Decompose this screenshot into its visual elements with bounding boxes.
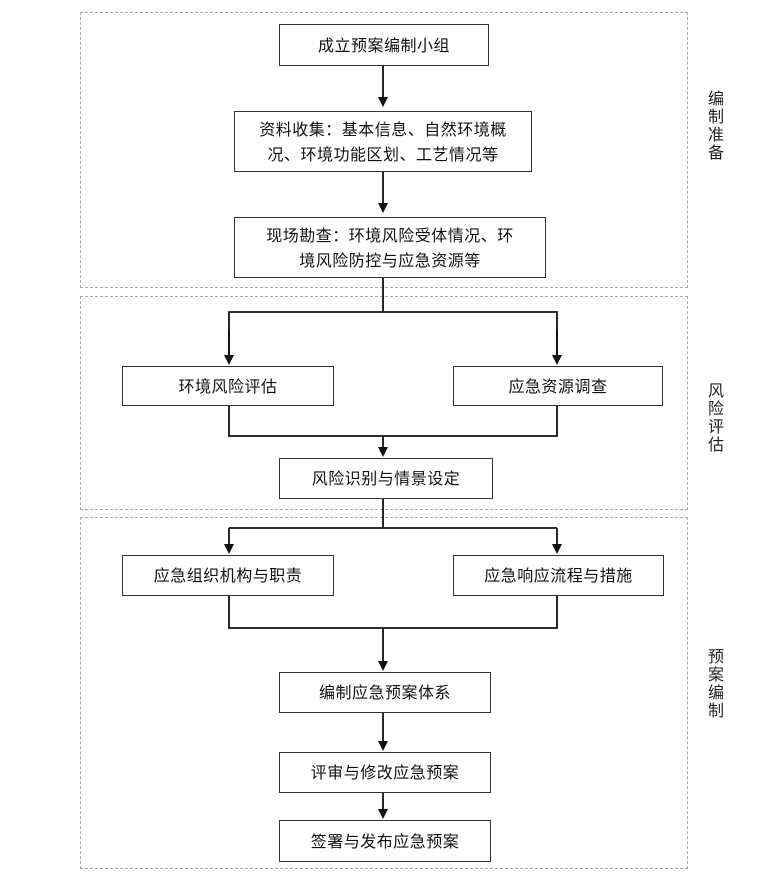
section-plan	[80, 517, 688, 869]
split-line-risk	[228, 278, 558, 360]
node-organization: 应急组织机构与职责	[122, 555, 334, 596]
section-prep	[80, 12, 688, 288]
node-data-collection-line-2: 况、环境功能区划、工艺情况等	[267, 144, 499, 164]
section-label-prep: 编制准备	[705, 90, 724, 162]
node-compile-system: 编制应急预案体系	[279, 672, 491, 713]
node-site-survey: 现场勘查：环境风险受体情况、环 境风险防控与应急资源等	[234, 217, 546, 278]
node-data-collection-line-1: 资料收集：基本信息、自然环境概	[259, 119, 507, 139]
node-data-collection: 资料收集：基本信息、自然环境概 况、环境功能区划、工艺情况等	[234, 111, 532, 172]
node-form-team: 成立预案编制小组	[279, 24, 489, 66]
node-review-revise: 评审与修改应急预案	[279, 752, 491, 793]
node-risk-assessment: 环境风险评估	[122, 366, 334, 406]
merge-line-risk	[228, 406, 558, 437]
node-response-process: 应急响应流程与措施	[453, 555, 664, 596]
node-resource-survey: 应急资源调查	[453, 366, 663, 406]
section-label-risk: 风险评估	[705, 382, 724, 454]
split-line-plan	[229, 499, 557, 529]
merge-line-plan	[228, 596, 558, 629]
node-risk-identification: 风险识别与情景设定	[279, 458, 493, 499]
node-site-survey-line-1: 现场勘查：环境风险受体情况、环	[266, 225, 514, 245]
section-risk	[80, 296, 688, 510]
section-label-plan: 预案编制	[705, 648, 724, 720]
node-site-survey-line-2: 境风险防控与应急资源等	[299, 250, 481, 270]
node-sign-publish: 签署与发布应急预案	[279, 820, 491, 862]
